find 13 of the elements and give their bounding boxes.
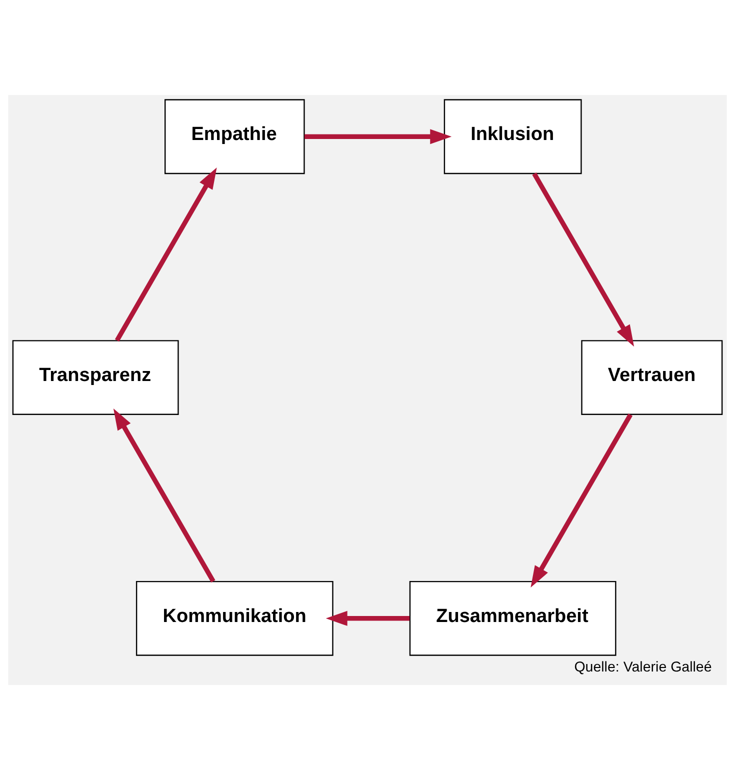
arrow — [114, 167, 217, 342]
node-box: Vertrauen — [581, 340, 723, 414]
node-box: Kommunikation — [136, 580, 334, 656]
arrow — [304, 128, 452, 144]
caption: Quelle: Valerie Galleé — [574, 658, 712, 675]
node-box: Transparenz — [12, 340, 179, 414]
arrow — [530, 412, 633, 587]
arrow — [113, 408, 216, 582]
node-box: Zusammenarbeit — [409, 580, 616, 656]
arrow — [532, 172, 634, 346]
node-box: Empathie — [164, 98, 305, 174]
node-box: Inklusion — [444, 98, 582, 174]
arrow — [326, 610, 410, 626]
